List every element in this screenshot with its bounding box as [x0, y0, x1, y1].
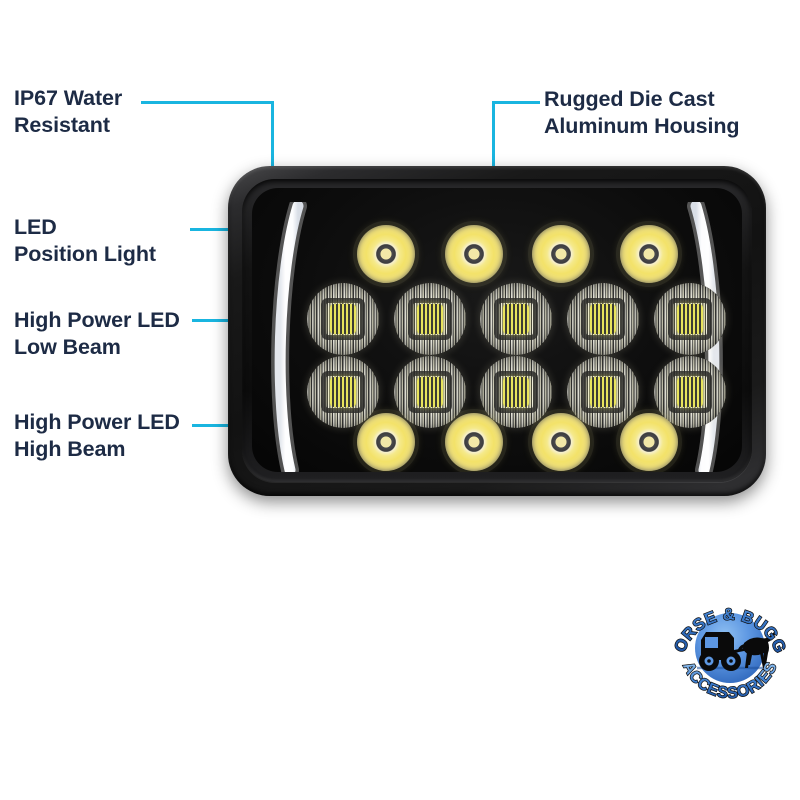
leader-line-housing-horizontal: [492, 101, 540, 104]
leader-line-housing-vertical: [492, 101, 495, 178]
led-high-beam-bottom-4: [616, 409, 682, 472]
led-high-beam-top-3: [528, 221, 594, 287]
led-low-beam-r1-4: [567, 283, 639, 355]
fresnel-vignette: [567, 283, 639, 355]
led-low-beam-r2-4: [567, 356, 639, 428]
led-high-beam-bottom-2: [441, 409, 507, 472]
fresnel-vignette: [394, 283, 466, 355]
callout-label-low-beam: High Power LED Low Beam: [14, 308, 180, 359]
callout-label-position-light: LED Position Light: [14, 215, 156, 266]
callout-label-housing: Rugged Die Cast Aluminum Housing: [544, 87, 740, 138]
callout-label-high-beam: High Power LED High Beam: [14, 410, 180, 461]
fresnel-vignette: [654, 283, 726, 355]
leader-line-ip67-horizontal: [141, 101, 273, 104]
led-low-beam-r2-1: [307, 356, 379, 428]
headlight-housing: [228, 166, 766, 496]
fresnel-vignette: [307, 283, 379, 355]
brand-logo: HORSE & BUGGY ACCESSORIES: [668, 588, 792, 706]
led-high-beam-bottom-1: [353, 409, 419, 472]
led-high-beam-top-1: [353, 221, 419, 287]
led-low-beam-r1-5: [654, 283, 726, 355]
led-low-beam-r1-2: [394, 283, 466, 355]
position-light-strip-left: [268, 202, 314, 472]
lens-face: [252, 188, 742, 472]
led-low-beam-r1-3: [480, 283, 552, 355]
led-high-beam-top-2: [441, 221, 507, 287]
housing-bezel-rim: [242, 179, 752, 482]
fresnel-vignette: [480, 283, 552, 355]
leader-line-ip67-vertical: [271, 101, 274, 181]
callout-label-ip67: IP67 Water Resistant: [14, 86, 123, 137]
led-high-beam-top-4: [616, 221, 682, 287]
horse-buggy-silhouette: [699, 632, 775, 671]
led-high-beam-bottom-3: [528, 409, 594, 472]
led-low-beam-r1-1: [307, 283, 379, 355]
